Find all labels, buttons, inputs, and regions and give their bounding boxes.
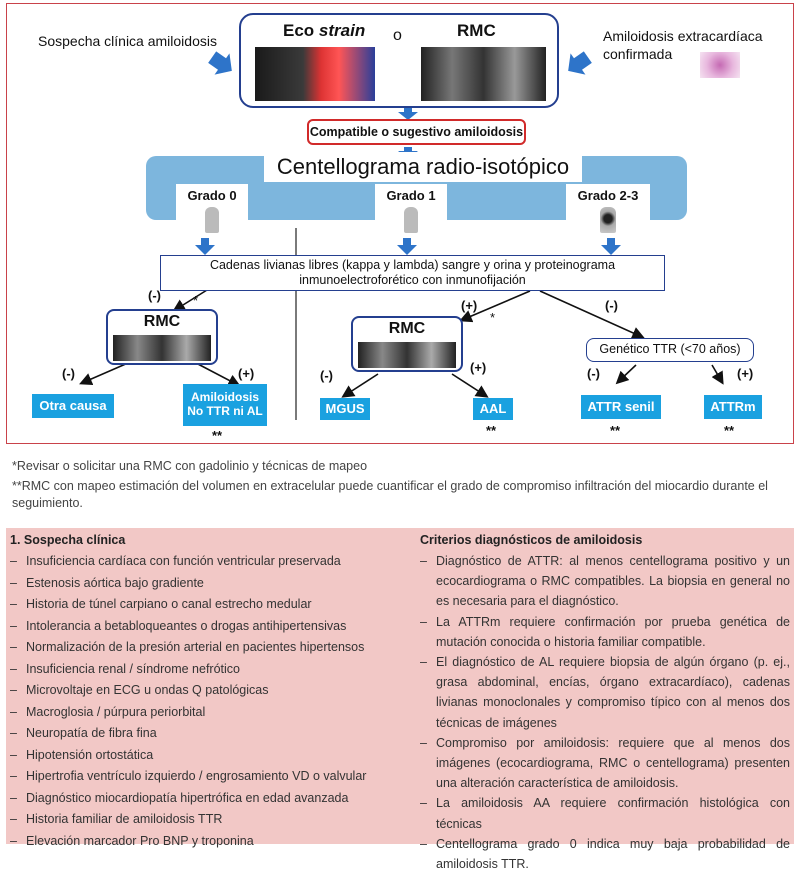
list-item: Neuropatía de fibra fina <box>10 723 400 745</box>
pos-label-mid: (+) <box>461 298 478 313</box>
rmc-top-title: RMC <box>457 21 496 40</box>
list-item: Insuficiencia renal / síndrome nefrótico <box>10 659 400 681</box>
list-item: El diagnóstico de AL requiere biopsia de… <box>420 652 790 733</box>
double-asterisk-3: ** <box>610 423 621 438</box>
rmc-box-left: RMC <box>106 309 218 365</box>
mgus-box: MGUS <box>320 398 370 420</box>
asterisk-mid: * <box>490 310 496 325</box>
list-item: Insuficiencia cardíaca con función ventr… <box>10 551 400 573</box>
grado0-label: Grado 0 <box>187 188 237 203</box>
rmc-image <box>421 47 546 101</box>
genetico-box: Genético TTR (<70 años) <box>586 338 754 362</box>
criterios-column-title: Criterios diagnósticos de amiloidosis <box>420 533 643 547</box>
list-item: Centellograma grado 0 indica muy baja pr… <box>420 834 790 874</box>
neg-label-senil: (-) <box>587 366 600 381</box>
down-arrow-icon <box>398 112 418 120</box>
list-item: Elevación marcador Pro BNP y troponina <box>10 831 400 853</box>
rmc-label-mid: RMC <box>388 320 426 337</box>
sospecha-column: 1. Sospecha clínica Insuficiencia cardía… <box>10 533 400 852</box>
rmc-left-image <box>113 335 211 361</box>
grado23-box: Grado 2-3 <box>566 184 650 238</box>
attr-senil-box: ATTR senil <box>581 395 661 419</box>
neg-label-otra: (-) <box>62 366 75 381</box>
double-asterisk-2: ** <box>486 423 497 438</box>
grado23-label: Grado 2-3 <box>577 188 639 203</box>
list-item: La ATTRm requiere confirmación por prueb… <box>420 612 790 652</box>
blue-arrow-left-icon <box>208 51 232 75</box>
list-item: Diagnóstico miocardiopatía hipertrófica … <box>10 788 400 810</box>
sospecha-column-title: 1. Sospecha clínica <box>10 533 126 547</box>
attrm-box: ATTRm <box>704 395 762 419</box>
eco-strain-image <box>255 47 375 101</box>
rmc-box-mid: RMC <box>351 316 463 372</box>
footnote-1: *Revisar o solicitar una RMC con gadolin… <box>12 459 368 473</box>
blue-arrow-right-icon <box>568 51 592 75</box>
diagram-frame <box>6 3 794 444</box>
double-asterisk-4: ** <box>724 423 735 438</box>
neg-label-mgus: (-) <box>320 368 333 383</box>
pos-label-aal: (+) <box>470 360 487 375</box>
histology-image <box>700 52 740 78</box>
neg-label-left: (-) <box>148 288 161 303</box>
criterios-column: Criterios diagnósticos de amiloidosis Di… <box>420 533 790 874</box>
list-item: Intolerancia a betabloqueantes o drogas … <box>10 616 400 638</box>
eco-strain-title: Eco strain <box>283 21 366 40</box>
footnote-2: **RMC con mapeo estimación del volumen e… <box>12 479 768 510</box>
grado1-box: Grado 1 <box>375 184 447 238</box>
list-item: Historia de túnel carpiano o canal estre… <box>10 594 400 616</box>
list-item: Diagnóstico de ATTR: al menos centellogr… <box>420 551 790 612</box>
list-item: Hipertrofia ventrículo izquierdo / engro… <box>10 766 400 788</box>
centellograma-title: Centellograma radio-isotópico <box>276 154 570 179</box>
rmc-label-left: RMC <box>143 313 181 330</box>
list-item: Compromiso por amiloidosis: requiere que… <box>420 733 790 794</box>
double-asterisk-1: ** <box>212 428 223 443</box>
list-item: Macroglosia / púrpura periorbital <box>10 702 400 724</box>
list-item: Normalización de la presión arterial en … <box>10 637 400 659</box>
sospecha-list: Insuficiencia cardíaca con función ventr… <box>10 551 400 852</box>
list-item: La amiloidosis AA requiere confirmación … <box>420 793 790 833</box>
pos-label-amiloidosis: (+) <box>238 366 255 381</box>
list-item: Estenosis aórtica bajo gradiente <box>10 573 400 595</box>
grado1-label: Grado 1 <box>386 188 436 203</box>
rmc-mid-image <box>358 342 456 368</box>
cadenas-box: Cadenas livianas libres (kappa y lambda)… <box>160 255 665 291</box>
scintigraphy-grado1-image <box>404 207 418 233</box>
compatible-box: Compatible o sugestivo amiloidosis <box>307 119 526 145</box>
scintigraphy-grado0-image <box>205 207 219 233</box>
o-label: o <box>393 27 402 44</box>
list-item: Hipotensión ortostática <box>10 745 400 767</box>
neg-label-right: (-) <box>605 298 618 313</box>
imaging-box: Eco strain o RMC <box>239 13 559 108</box>
sospecha-label: Sospecha clínica amiloidosis <box>38 33 217 49</box>
otra-causa-box: Otra causa <box>32 394 114 418</box>
pos-label-attrm: (+) <box>737 366 754 381</box>
list-item: Historia familiar de amiloidosis TTR <box>10 809 400 831</box>
extracardiaca-label: Amiloidosis extracardíaca confirmada <box>603 28 763 62</box>
amiloidosis-no-ttr-box: Amiloidosis No TTR ni AL <box>183 384 267 426</box>
list-item: Microvoltaje en ECG u ondas Q patológica… <box>10 680 400 702</box>
grado0-box: Grado 0 <box>176 184 248 238</box>
aal-box: AAL <box>473 398 513 420</box>
asterisk-left: * <box>193 293 199 308</box>
scintigraphy-grado23-image <box>600 207 616 233</box>
criterios-list: Diagnóstico de ATTR: al menos centellogr… <box>420 551 790 874</box>
